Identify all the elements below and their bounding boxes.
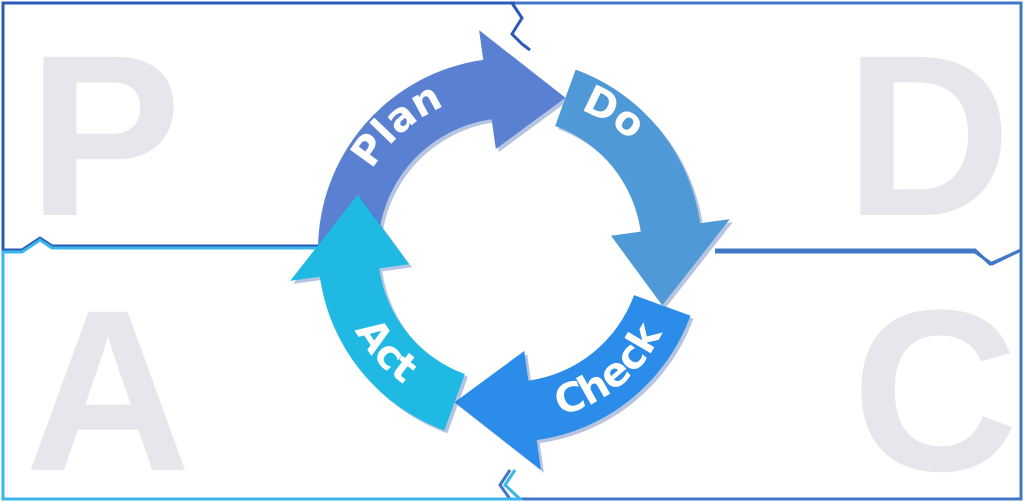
cycle-arrows — [290, 30, 733, 473]
frame-bottom-right — [498, 247, 1023, 501]
letter-c: C — [852, 262, 1018, 502]
arrow-do — [555, 69, 730, 306]
arrow-plan — [318, 30, 566, 250]
letter-d: D — [845, 7, 1011, 264]
frame-top-right — [510, 2, 531, 52]
letter-p: P — [28, 7, 181, 264]
letter-a: A — [25, 262, 191, 502]
arrow-check — [454, 295, 691, 470]
arrow-act — [290, 194, 465, 431]
frame-bottom-left — [1, 238, 524, 501]
frame-top-left — [1, 1, 515, 252]
